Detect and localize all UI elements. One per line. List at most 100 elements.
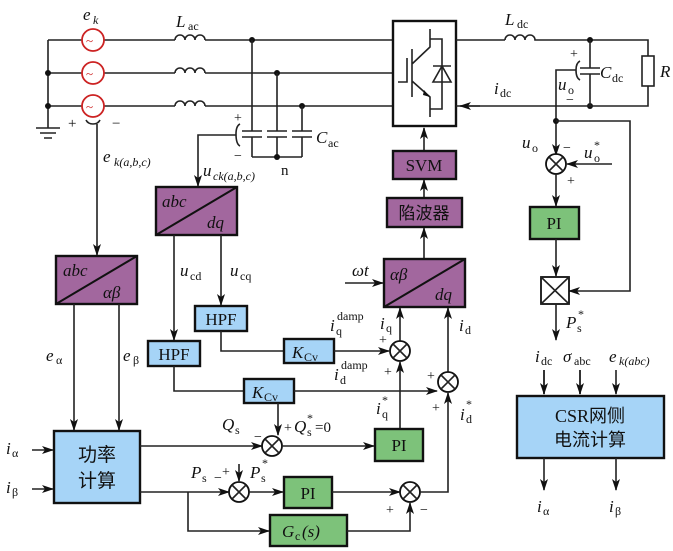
- e-alpha-label: e: [46, 346, 54, 365]
- qs-ref-label: Q: [294, 417, 306, 436]
- voltage-loop: u o − u o * + PI P s *: [522, 69, 631, 341]
- gc-out-wire: [347, 502, 414, 532]
- ek-abc-sub: k(abc): [619, 354, 650, 368]
- id-ref-sub: d: [466, 412, 472, 426]
- id-ref-label: i: [460, 405, 465, 424]
- alphabeta-label: αβ: [390, 265, 408, 284]
- lac-label: L: [175, 12, 185, 31]
- neutral-dot: [274, 154, 280, 160]
- ps-label: P: [190, 463, 201, 482]
- star-sup: *: [382, 393, 388, 407]
- cac-label: C: [316, 128, 328, 147]
- qs-sub: s: [235, 423, 240, 437]
- iq-sub: q: [386, 321, 392, 335]
- resistor-icon: [590, 55, 655, 107]
- summing-cross-icon: [440, 374, 456, 390]
- plus-sign: +: [432, 401, 440, 416]
- id-sub: d: [465, 323, 471, 337]
- power-calc-label-2: 计算: [78, 470, 116, 492]
- qs-ref-value: =0: [315, 420, 331, 436]
- e-beta-sub: β: [133, 353, 139, 367]
- lac-label-sub: ac: [188, 19, 199, 33]
- summing-cross-icon: [402, 484, 418, 500]
- source-label-sub: k: [93, 13, 99, 27]
- ldc-label-sub: dc: [517, 17, 528, 31]
- minus-sign: −: [112, 116, 120, 132]
- plus-sign: +: [570, 47, 578, 62]
- sigma-label: σ: [563, 347, 572, 366]
- kcv-d-sub: Cv: [264, 390, 278, 404]
- minus-sign: −: [566, 93, 574, 108]
- source-label: e: [83, 5, 91, 24]
- iq-damp-label: i: [330, 316, 335, 335]
- uck-label: u: [203, 161, 212, 180]
- plus-sign: +: [384, 365, 392, 380]
- e-beta-label: e: [123, 346, 131, 365]
- iq-damp-sub: q: [336, 324, 342, 338]
- abc-label: abc: [63, 261, 88, 280]
- uo-label-sub: o: [568, 83, 574, 97]
- summing-cross-icon: [548, 156, 564, 172]
- e-alpha-sub: α: [56, 353, 63, 367]
- ucd-label: u: [180, 261, 189, 280]
- qs-label: Q: [222, 415, 234, 434]
- minus-sign: −: [420, 503, 428, 518]
- voltage-bracket: [85, 119, 101, 125]
- ground-icon: [36, 127, 60, 139]
- cac-label-sub: ac: [328, 136, 339, 150]
- ek-abc-label: e: [609, 347, 617, 366]
- damp-sup: damp: [337, 309, 364, 323]
- modulation-chain: SVM 陷波器 αβ dq ωt i q + + i d + + i d * i: [330, 127, 472, 455]
- pi-label: PI: [546, 214, 561, 233]
- notch-label: 陷波器: [399, 204, 450, 223]
- i-alpha-out-label: i: [537, 497, 542, 516]
- idc-input-sub: dc: [541, 354, 552, 368]
- idc-input-label: i: [535, 347, 540, 366]
- junction-dot: [45, 103, 51, 109]
- gc-block: [268, 513, 349, 548]
- svg-text:~: ~: [86, 33, 93, 48]
- star-sup: *: [594, 138, 600, 152]
- idc-label: i: [494, 79, 499, 98]
- idc-label-sub: dc: [500, 86, 511, 100]
- pi-label: PI: [391, 436, 406, 455]
- i-beta-out-label: i: [609, 497, 614, 516]
- ps-ref-label2: P: [249, 463, 260, 482]
- dq-label: dq: [207, 213, 225, 232]
- minus-sign: −: [254, 430, 262, 445]
- plus-sign: +: [68, 116, 76, 132]
- ac-capacitor-icon: [242, 40, 312, 158]
- uo-feedback-wire: [552, 69, 576, 156]
- ps-ref-sub: s: [577, 321, 582, 335]
- kcv-q-sub: Cv: [304, 350, 318, 364]
- dc-capacitor-icon: [580, 40, 600, 106]
- csr-current-calc: i dc σ abc e k(abc) CSR网侧 电流计算 i α i β: [515, 347, 666, 518]
- summing-cross-icon: [392, 343, 408, 359]
- star-sup: *: [466, 397, 472, 411]
- summing-cross-icon: [264, 438, 280, 454]
- omega-t-label: ωt: [352, 261, 370, 280]
- voltage-bracket: [575, 60, 581, 81]
- sigma-sub: abc: [574, 354, 591, 368]
- dq-label: dq: [435, 285, 453, 304]
- pi-label: PI: [300, 484, 315, 503]
- id-ref-route-wire: [420, 455, 449, 493]
- power-circuit: ~ ~ ~ e k + − e k(a,b,c) L ac C: [36, 5, 671, 256]
- i-beta-out-sub: β: [615, 504, 621, 518]
- kcv-q-label: K: [291, 343, 305, 362]
- voltage-pi-block: [528, 205, 581, 241]
- summing-cross-icon: [231, 484, 247, 500]
- q-pi-block: [373, 427, 425, 463]
- power-calc-block: [52, 429, 142, 505]
- uo-signal-sub: o: [532, 141, 538, 155]
- star-sup: *: [578, 307, 584, 321]
- svg-text:~: ~: [86, 66, 93, 81]
- uo-ref-label: u: [584, 143, 593, 162]
- abc-label: abc: [162, 192, 187, 211]
- uo-label: u: [558, 75, 567, 94]
- hpf-d-label: HPF: [158, 345, 189, 364]
- i-alpha-in-sub: α: [12, 446, 19, 460]
- notch-filter-block: [385, 196, 464, 229]
- plus-sign: +: [222, 465, 230, 480]
